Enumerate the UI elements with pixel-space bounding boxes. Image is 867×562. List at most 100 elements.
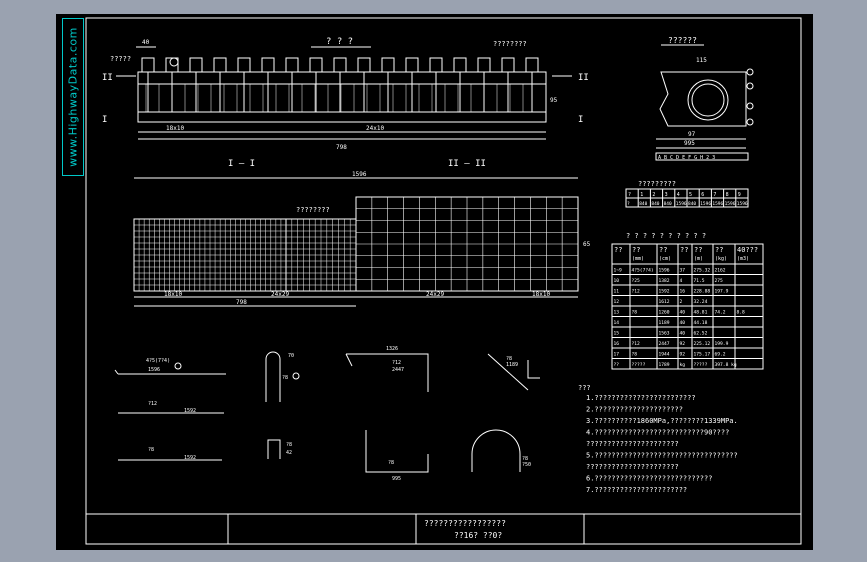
table-2-header-cell: (cm) bbox=[659, 256, 671, 262]
table-2-header-cell: ?? bbox=[659, 246, 667, 254]
table-2-cell: 40 bbox=[680, 331, 686, 337]
table-1-cell: 840 bbox=[639, 201, 647, 207]
table-1-header-cell: 4 bbox=[677, 192, 680, 198]
plan-dim-right: 24x29 bbox=[426, 291, 444, 298]
detail-g1-label: ?8 bbox=[522, 456, 528, 462]
cut-mark-left-bottom: I bbox=[102, 115, 107, 125]
detail-d1-dim: 1189 bbox=[506, 362, 518, 368]
table-2-cell: 11 bbox=[614, 289, 620, 295]
table-2-cell: 275.32 bbox=[694, 268, 711, 274]
table-1-header-cell: 1 bbox=[640, 192, 643, 198]
cs-dim-a: 97 bbox=[688, 131, 696, 138]
table-2-cell: 10 bbox=[614, 278, 620, 284]
table-2-cell: 1382 bbox=[659, 278, 670, 284]
section-mid-grid bbox=[286, 219, 356, 291]
table-1-header-cell: 7 bbox=[713, 192, 716, 198]
table-2-cell: 37 bbox=[680, 268, 686, 274]
plan-dim-end: 18x10 bbox=[532, 291, 550, 298]
table-2-cell: 92 bbox=[680, 341, 686, 347]
detail-a2-len: 1592 bbox=[184, 408, 196, 414]
table-2-header-cell: (m3) bbox=[737, 256, 749, 262]
table-2-cell: 197.9 bbox=[715, 289, 729, 295]
table-2-cell: 2447 bbox=[659, 341, 670, 347]
watermark: www.HighwayData.com bbox=[62, 18, 84, 176]
detail-f1-dim: 995 bbox=[392, 476, 401, 482]
table-2-cell: 62.52 bbox=[694, 331, 708, 337]
table-1-cell: 1596 bbox=[737, 201, 748, 207]
table-2-cell: 15 bbox=[614, 331, 620, 337]
table-2-cell: ?12 bbox=[632, 341, 641, 347]
section-I-title: I — I bbox=[228, 159, 255, 169]
watermark-text: www.HighwayData.com bbox=[66, 27, 80, 167]
note-line: 7.?????????????????????? bbox=[586, 486, 687, 494]
cad-drawing: ? ? ? ???????? ????? 40 II I II I 18x10 … bbox=[85, 17, 802, 545]
plan-dim-height: 65 bbox=[583, 241, 591, 248]
elevation-dim-total: 798 bbox=[336, 144, 347, 151]
table-2-cell: 1612 bbox=[659, 299, 670, 305]
cross-section-view: ?????? 97 995 115 A B C D E F G H 2 3 bbox=[655, 36, 754, 161]
cs-dim-b: 995 bbox=[684, 140, 695, 147]
detail-c1-dim: 2447 bbox=[392, 367, 404, 373]
table-2-header-cell: 40??? bbox=[737, 246, 758, 254]
table-2-cell: 397.8 kg bbox=[715, 362, 737, 368]
elevation-note: ????? bbox=[110, 55, 131, 63]
note-line: 3.??????????1860MPa,????????1339MPa. bbox=[586, 417, 738, 425]
table-2-header-cell: (mm) bbox=[632, 256, 644, 262]
note-line: 4.??????????????????????????90???? bbox=[586, 429, 729, 437]
table-1-header-cell: 6 bbox=[701, 192, 704, 198]
elevation-dim-top: 40 bbox=[142, 39, 150, 46]
table-2-cell: 69.2 bbox=[715, 352, 726, 358]
detail-a3-len: 1592 bbox=[184, 455, 196, 461]
table-1-header-cell: 8 bbox=[726, 192, 729, 198]
table-1-cell: 840 bbox=[688, 201, 696, 207]
note-line: 2.????????????????????? bbox=[586, 406, 683, 414]
table-1-cell: 1596 bbox=[700, 201, 711, 207]
table-2-header-cell: ?? bbox=[680, 246, 688, 254]
plan-callout: ???????? bbox=[296, 206, 330, 214]
drawing-sheet: ? ? ? ???????? ????? 40 II I II I 18x10 … bbox=[56, 14, 813, 550]
table-2-cell: 8.8 bbox=[737, 310, 746, 316]
table-2-title: ? ? ? ? ? ? ? ? ? ? bbox=[626, 232, 706, 240]
elevation-dim-height: 95 bbox=[550, 97, 558, 104]
notes-title: ??? bbox=[578, 384, 591, 392]
table-2-cell: kg bbox=[680, 362, 686, 368]
cut-mark-right-bottom: I bbox=[578, 115, 583, 125]
table-2-cell: 44.18 bbox=[694, 320, 708, 326]
table-2-cell: 12 bbox=[614, 299, 620, 305]
table-2-cell: 275 bbox=[715, 278, 724, 284]
table-2-cell: 13 bbox=[614, 310, 620, 316]
table-2-cell: 1~9 bbox=[614, 268, 623, 274]
cut-mark-right-top: II bbox=[578, 73, 589, 83]
rebar-details: 4?5(7?4) 1596 ?12 1592 ?8 1592 ?8 70 132… bbox=[114, 346, 540, 482]
detail-d1-label: ?8 bbox=[506, 356, 512, 362]
table-1-grid: ??18402840384041596584061596715968159691… bbox=[625, 188, 749, 208]
drawing-border bbox=[85, 17, 802, 545]
table-2-cell: 1260 bbox=[659, 310, 670, 316]
plan-dim-mid: 24x29 bbox=[271, 291, 289, 298]
table-2-cell: 32.24 bbox=[694, 299, 708, 305]
detail-c1-label: ?12 bbox=[392, 360, 401, 366]
table-2-header-cell: ?? bbox=[715, 246, 723, 254]
table-1-title: ????????? bbox=[638, 180, 676, 188]
elevation-section-label: ???????? bbox=[493, 40, 527, 48]
table-1-cell: 840 bbox=[651, 201, 659, 207]
table-2-cell: ?8 bbox=[632, 352, 638, 358]
note-line: 6.???????????????????????????? bbox=[586, 475, 712, 483]
table-1-header-cell: 9 bbox=[738, 192, 741, 198]
table-1-cell: 1596 bbox=[712, 201, 723, 207]
detail-f1-label: ?8 bbox=[388, 460, 394, 466]
table-1: ????????? ??1840284038404159658406159671… bbox=[625, 180, 749, 208]
table-2-cell: 1189 bbox=[659, 320, 670, 326]
detail-a1-len: 1596 bbox=[148, 367, 160, 373]
table-2: ? ? ? ? ? ? ? ? ? ? ????(mm)??(cm)????(m… bbox=[611, 232, 764, 370]
detail-b1-label: ?8 bbox=[282, 375, 288, 381]
table-1-cell: 1596 bbox=[676, 201, 687, 207]
table-2-cell: 1596 bbox=[659, 268, 670, 274]
cs-subtitle: A B C D E F G H 2 3 bbox=[658, 155, 715, 161]
table-2-cell: 40 bbox=[680, 310, 686, 316]
table-2-cell: 2 bbox=[680, 299, 683, 305]
detail-a3-label: ?8 bbox=[148, 447, 154, 453]
note-line: 5.?????????????????????????????????? bbox=[586, 452, 738, 460]
plan-dim-left: 18x10 bbox=[164, 291, 182, 298]
